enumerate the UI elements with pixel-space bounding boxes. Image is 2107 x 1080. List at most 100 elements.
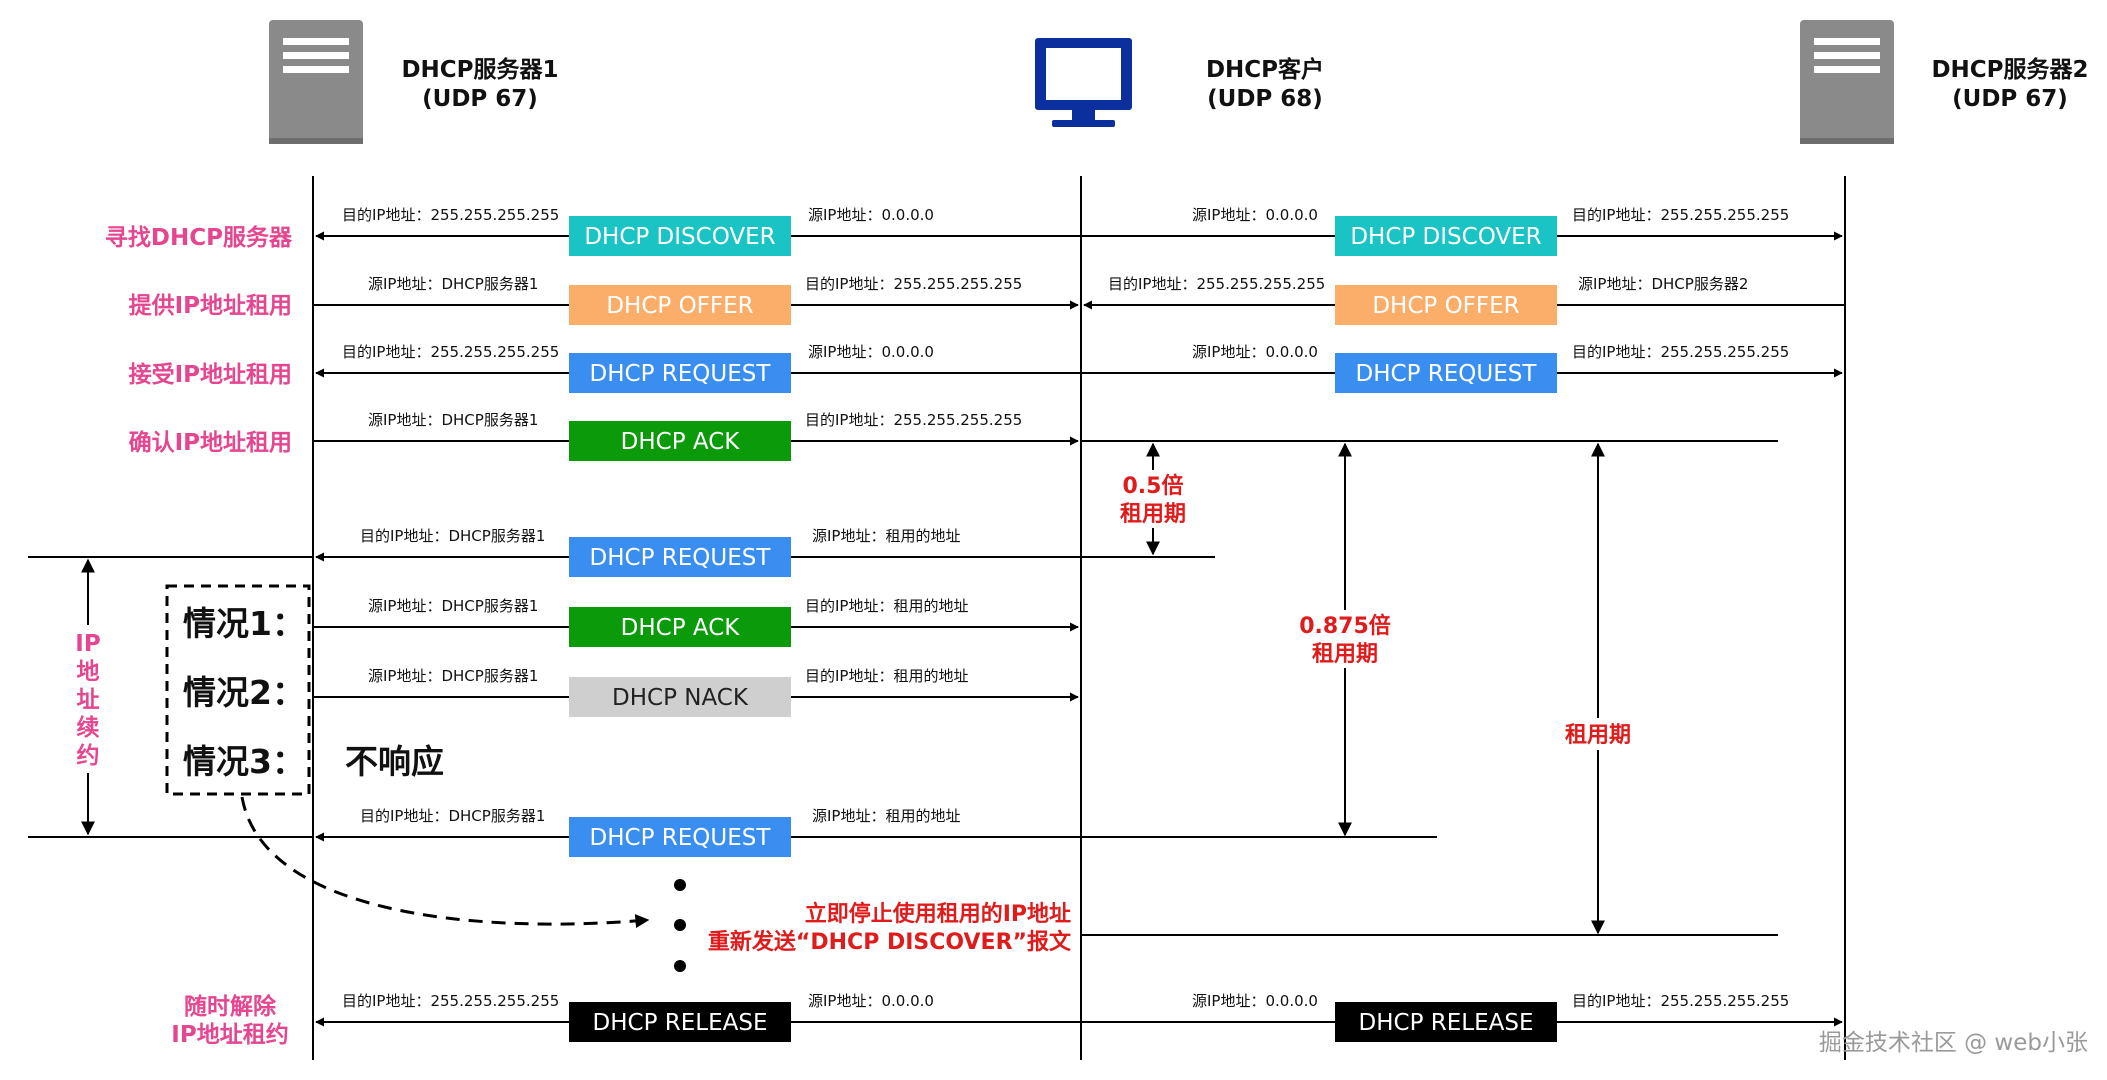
discover-dst-left: 目的IP地址：255.255.255.255 — [342, 206, 559, 224]
server1-port: (UDP 67) — [422, 86, 538, 112]
case2-label: 情况2： — [183, 673, 305, 712]
request-message-left: DHCP REQUEST — [590, 361, 772, 387]
renewal-label-char-4: 续 — [77, 714, 100, 741]
discover-src-left: 源IP地址：0.0.0.0 — [808, 206, 934, 224]
server1-node: DHCP服务器1 (UDP 67) — [269, 20, 559, 144]
renewal-span: IP 地 址 续 约 — [70, 558, 106, 836]
monitor-icon — [1035, 38, 1132, 127]
request-src-left: 源IP地址：0.0.0.0 — [808, 343, 934, 361]
fallback-line2: 重新发送“DHCP DISCOVER”报文 — [708, 929, 1072, 955]
renewal-request-message: DHCP REQUEST — [590, 545, 772, 571]
renewal-label-char-3: 址 — [77, 687, 100, 713]
offer-message-left: DHCP OFFER — [606, 293, 753, 319]
step-request: 接受IP地址租用 — [129, 361, 292, 388]
discover-src-right: 源IP地址：0.0.0.0 — [1192, 206, 1318, 224]
timer-t1-line1: 0.5倍 — [1123, 473, 1184, 499]
offer-src-right: 源IP地址：DHCP服务器2 — [1578, 275, 1748, 293]
discover-dst-right: 目的IP地址：255.255.255.255 — [1572, 206, 1789, 224]
step-ack: 确认IP地址租用 — [129, 430, 292, 456]
timer-t2-label-bg — [1295, 610, 1395, 668]
request-dst-left: 目的IP地址：255.255.255.255 — [342, 343, 559, 361]
discover-message-box-right — [1335, 216, 1557, 256]
case1-ack-src: 源IP地址：DHCP服务器1 — [368, 597, 538, 615]
release-message-box-right — [1335, 1002, 1557, 1042]
watermark: 掘金技术社区 @ web小张 — [1819, 1030, 2088, 1056]
request-message-box-left — [569, 353, 791, 393]
ack-message-box — [569, 421, 791, 461]
timer-t2-line2: 租用期 — [1312, 642, 1378, 667]
step-release-line2: IP地址租约 — [171, 1021, 288, 1048]
step-discover: 寻找DHCP服务器 — [105, 225, 293, 251]
renewal-request-row: DHCP REQUEST 目的IP地址：DHCP服务器1 源IP地址：租用的地址 — [28, 527, 1215, 577]
case1-ack-row: DHCP ACK 源IP地址：DHCP服务器1 目的IP地址：租用的地址 — [313, 597, 1079, 647]
server2-port: (UDP 67) — [1952, 86, 2068, 112]
offer-dst-right: 目的IP地址：255.255.255.255 — [1108, 275, 1325, 293]
case2-nack-src: 源IP地址：DHCP服务器1 — [368, 667, 538, 685]
step-offer: 提供IP地址租用 — [129, 292, 292, 319]
timer-lease: 租用期 — [1553, 442, 1643, 935]
renewal-label-char-5: 约 — [77, 742, 100, 769]
offer-dst-left: 目的IP地址：255.255.255.255 — [805, 275, 1022, 293]
renewal-label-bg — [70, 625, 106, 773]
rebind-request-box — [569, 817, 791, 857]
request-message-right: DHCP REQUEST — [1356, 361, 1538, 387]
timer-lease-label: 租用期 — [1565, 723, 1631, 748]
offer-row: DHCP OFFER DHCP OFFER 源IP地址：DHCP服务器1 目的I… — [313, 275, 1845, 325]
case2-nack-message: DHCP NACK — [612, 685, 749, 711]
rebind-request-src: 源IP地址：租用的地址 — [812, 807, 960, 825]
ack-dst: 目的IP地址：255.255.255.255 — [805, 411, 1022, 429]
fallback-line1: 立即停止使用租用的IP地址 — [805, 901, 1071, 927]
request-src-right: 源IP地址：0.0.0.0 — [1192, 343, 1318, 361]
case1-label: 情况1： — [183, 604, 305, 643]
case1-ack-dst: 目的IP地址：租用的地址 — [805, 597, 968, 615]
timer-t1-line2: 租用期 — [1120, 502, 1186, 527]
release-src-right: 源IP地址：0.0.0.0 — [1192, 992, 1318, 1010]
discover-row: DHCP DISCOVER DHCP DISCOVER 目的IP地址：255.2… — [315, 206, 1843, 256]
ellipsis-dot — [674, 960, 686, 972]
cases-box: 情况1： 情况2： 情况3： 不响应 — [165, 584, 444, 796]
case3-no-response: 不响应 — [345, 742, 444, 781]
request-dst-right: 目的IP地址：255.255.255.255 — [1572, 343, 1789, 361]
case1-ack-box — [569, 607, 791, 647]
request-message-box-right — [1335, 353, 1557, 393]
renewal-request-box — [569, 537, 791, 577]
discover-message-box-left — [569, 216, 791, 256]
server2-name: DHCP服务器2 — [1931, 57, 2088, 83]
timer-t2-line1: 0.875倍 — [1299, 613, 1391, 639]
case2-nack-box — [569, 677, 791, 717]
release-src-left: 源IP地址：0.0.0.0 — [808, 992, 934, 1010]
release-message-right: DHCP RELEASE — [1359, 1010, 1534, 1036]
ack-row: DHCP ACK 源IP地址：DHCP服务器1 目的IP地址：255.255.2… — [313, 411, 1778, 461]
case2-nack-dst: 目的IP地址：租用的地址 — [805, 667, 968, 685]
client-port: (UDP 68) — [1207, 86, 1323, 112]
renewal-label-char-2: 地 — [77, 659, 100, 685]
case1-ack-message: DHCP ACK — [621, 615, 741, 641]
release-dst-left: 目的IP地址：255.255.255.255 — [342, 992, 559, 1010]
client-node: DHCP客户 (UDP 68) — [1035, 38, 1324, 127]
release-row: DHCP RELEASE DHCP RELEASE 目的IP地址：255.255… — [315, 992, 1843, 1042]
cases-dashed-box — [165, 584, 311, 796]
rebind-request-row: DHCP REQUEST 目的IP地址：DHCP服务器1 源IP地址：租用的地址 — [28, 807, 1437, 857]
discover-message-left: DHCP DISCOVER — [584, 224, 775, 250]
step-release-line1: 随时解除 — [184, 993, 277, 1020]
rebind-request-dst: 目的IP地址：DHCP服务器1 — [360, 807, 545, 825]
server-icon — [269, 20, 363, 144]
ack-message: DHCP ACK — [621, 429, 741, 455]
renewal-label-char-1: IP — [75, 631, 100, 657]
case2-nack-row: DHCP NACK 源IP地址：DHCP服务器1 目的IP地址：租用的地址 — [313, 667, 1079, 717]
renewal-request-dst: 目的IP地址：DHCP服务器1 — [360, 527, 545, 545]
ellipsis-dot — [674, 879, 686, 891]
ack-src: 源IP地址：DHCP服务器1 — [368, 411, 538, 429]
timer-t1-label-bg — [1113, 470, 1193, 528]
timer-lease-label-bg — [1553, 718, 1643, 750]
release-message-left: DHCP RELEASE — [593, 1010, 768, 1036]
offer-message-right: DHCP OFFER — [1372, 293, 1519, 319]
case3-label: 情况3： — [183, 742, 305, 781]
fallback-section: 立即停止使用租用的IP地址 重新发送“DHCP DISCOVER”报文 — [240, 796, 1778, 972]
timer-t1: 0.5倍 租用期 — [1113, 442, 1193, 556]
client-name: DHCP客户 — [1206, 56, 1324, 83]
server1-name: DHCP服务器1 — [401, 57, 558, 83]
release-dst-right: 目的IP地址：255.255.255.255 — [1572, 992, 1789, 1010]
rebind-request-message: DHCP REQUEST — [590, 825, 772, 851]
release-message-box-left — [569, 1002, 791, 1042]
